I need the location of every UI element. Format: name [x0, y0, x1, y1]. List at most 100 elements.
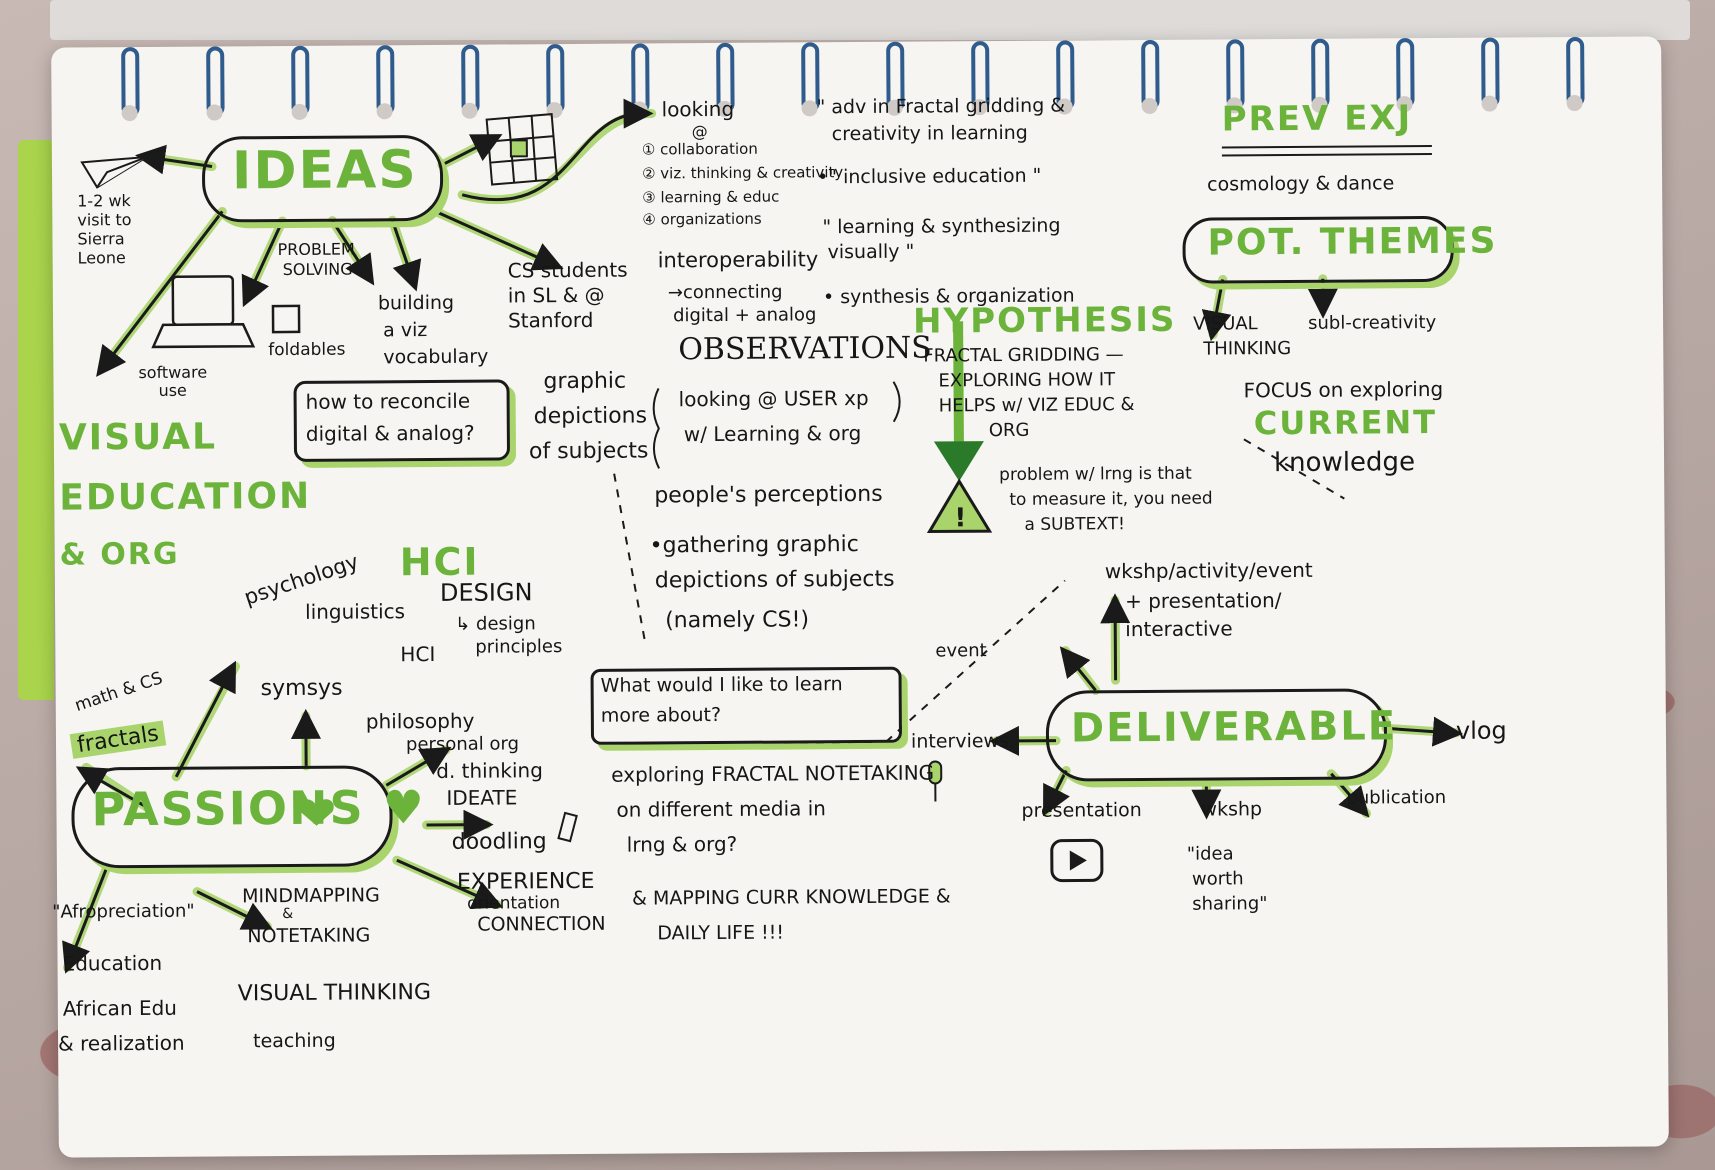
quote-2: •" inclusive education " — [816, 164, 1042, 189]
visual-thinking-label: VISUAL THINKING — [237, 980, 432, 1007]
education-label: Education — [62, 950, 163, 976]
visit-line-1: 1-2 wk — [77, 191, 131, 211]
software-line-1: software — [138, 362, 208, 383]
graphic-line-2: depictions — [533, 403, 648, 430]
building-line-3: vocabulary — [383, 345, 489, 369]
personal-org-label: personal org — [405, 733, 520, 756]
interop-label: interoperability — [657, 247, 819, 273]
wkshp-event-line-3: interactive — [1125, 616, 1233, 642]
visual-edu-line-2: EDUCATION — [59, 475, 312, 519]
reconcile-line-2: digital & analog? — [305, 420, 475, 446]
quote-1b: creativity in learning — [831, 121, 1028, 146]
hypothesis-line-3: HELPS w/ VIZ EDUC & — [938, 394, 1135, 417]
obs-line-4: •gathering graphic — [649, 532, 859, 559]
mapping-line-1: & MAPPING CURR KNOWLEDGE & — [632, 885, 951, 910]
vlog-label: vlog — [1455, 716, 1507, 745]
hci-label: HCI — [400, 641, 436, 667]
design-principles-2: principles — [475, 636, 563, 658]
answer-line-2: on different media in — [616, 796, 827, 822]
svg-text:!: ! — [954, 503, 966, 533]
mindmapping-line-3: NOTETAKING — [247, 924, 371, 948]
obs-line-6: (namely CS!) — [665, 607, 810, 634]
connector-arrows: ! — [62, 98, 1463, 974]
graphic-line-1: graphic — [543, 368, 627, 395]
idea-line-2: worth — [1191, 868, 1244, 890]
visit-line-4: Leone — [77, 248, 126, 268]
mindmapping-line-1: MINDMAPPING — [241, 884, 380, 908]
mapping-line-2: DAILY LIFE !!! — [657, 921, 785, 945]
visual-edu-line-1: VISUAL — [58, 416, 218, 459]
linguistics-label: linguistics — [305, 599, 406, 624]
hypothesis-problem-1: problem w/ lrng is that — [999, 463, 1192, 486]
hypothesis-line-4: ORG — [988, 419, 1030, 442]
teaching-label: teaching — [253, 1029, 336, 1053]
experience-line-1: EXPERIENCE — [456, 868, 595, 895]
building-line-1: building — [377, 291, 455, 315]
visit-line-3: Sierra — [77, 229, 125, 249]
answer-line-1: exploring FRACTAL NOTETAKING — [611, 760, 935, 787]
design-principles-1: ↳ design — [455, 613, 536, 635]
obs-line-2: w/ Learning & org — [683, 420, 862, 447]
hypothesis-problem-3: a SUBTEXT! — [1024, 514, 1125, 535]
african-line-2: & realization — [58, 1030, 185, 1056]
hypothesis-line-2: EXPLORING HOW IT — [938, 369, 1116, 392]
passions-title: PASSIONS ♥ — [91, 780, 427, 837]
question-line-2: more about? — [600, 703, 722, 727]
building-line-2: a viz — [383, 319, 428, 342]
afro-label: "Afropreciation" — [52, 900, 195, 923]
sketchnote-page: ! IDEAS 1-2 wk visit to Sierra Leo — [51, 36, 1669, 1158]
subl-creativity-label: subl-creativity — [1308, 311, 1437, 334]
problem-line-1: PROBLEM — [277, 239, 355, 260]
question-line-1: What would I like to learn — [600, 673, 843, 697]
cosmology-label: cosmology & dance — [1207, 172, 1395, 196]
focus-line-1: FOCUS on exploring — [1243, 376, 1444, 403]
answer-line-3: lrng & org? — [626, 831, 738, 857]
focus-current: CURRENT — [1253, 402, 1438, 443]
connecting-line-2: digital + analog — [672, 304, 817, 327]
observations-title: OBSERVATIONS — [678, 330, 932, 368]
looking-at: @ — [691, 122, 708, 142]
wkshp-event-line-1: wkshp/activity/event — [1104, 557, 1313, 584]
event-label: event — [935, 640, 987, 662]
looking-item-3: ③ learning & educ — [642, 187, 780, 207]
hci-title: HCI — [399, 539, 480, 585]
design-label: DESIGN — [439, 578, 533, 607]
graphic-line-3: of subjects — [528, 438, 649, 465]
idea-line-3: sharing" — [1192, 893, 1268, 915]
visit-line-2: visit to — [77, 210, 132, 230]
wkshp-label: wkshp — [1201, 798, 1263, 821]
software-line-2: use — [158, 380, 187, 400]
obs-line-3: people's perceptions — [654, 481, 883, 509]
obs-line-5: depictions of subjects — [654, 566, 895, 594]
focus-knowledge: knowledge — [1273, 447, 1416, 479]
cs-line-1: CS students — [507, 257, 628, 283]
looking-item-1: ① collaboration — [641, 139, 758, 159]
reconcile-line-1: how to reconcile — [305, 388, 471, 414]
presentation-label: presentation — [1021, 799, 1142, 822]
connecting-line-1: →connecting — [667, 281, 783, 304]
doodling-label: doodling — [451, 829, 547, 855]
hypothesis-line-1: FRACTAL GRIDDING — — [923, 344, 1124, 367]
philosophy-label: philosophy — [365, 708, 475, 734]
green-notebook-tab — [18, 140, 54, 700]
foldables-label: foldables — [268, 339, 346, 361]
looking-item-4: ④ organizations — [642, 209, 762, 229]
cs-line-2: in SL & @ — [507, 282, 605, 308]
quote-1a: " adv in Fractal gridding & — [816, 94, 1066, 119]
mindmapping-line-2: & — [282, 905, 294, 923]
experience-line-3: CONNECTION — [477, 912, 606, 936]
looking-header: looking — [661, 96, 735, 122]
hypothesis-problem-2: to measure it, you need — [1009, 488, 1213, 510]
african-line-1: African Edu — [62, 995, 178, 1021]
symsys-label: symsys — [260, 675, 343, 702]
hypothesis-title: HYPOTHESIS — [912, 299, 1177, 342]
dthinking-line-1: d. thinking — [436, 758, 543, 783]
ideas-title: IDEAS — [231, 140, 418, 202]
looking-item-2: ② viz. thinking & creativity — [641, 163, 844, 183]
notebook-back-page — [50, 0, 1690, 40]
publication-label: publication — [1346, 786, 1447, 809]
dthinking-line-2: IDEATE — [446, 785, 518, 810]
obs-line-1: looking @ USER xp — [678, 385, 869, 412]
interviews-label: interviews — [910, 729, 1010, 753]
cs-line-3: Stanford — [507, 307, 594, 333]
